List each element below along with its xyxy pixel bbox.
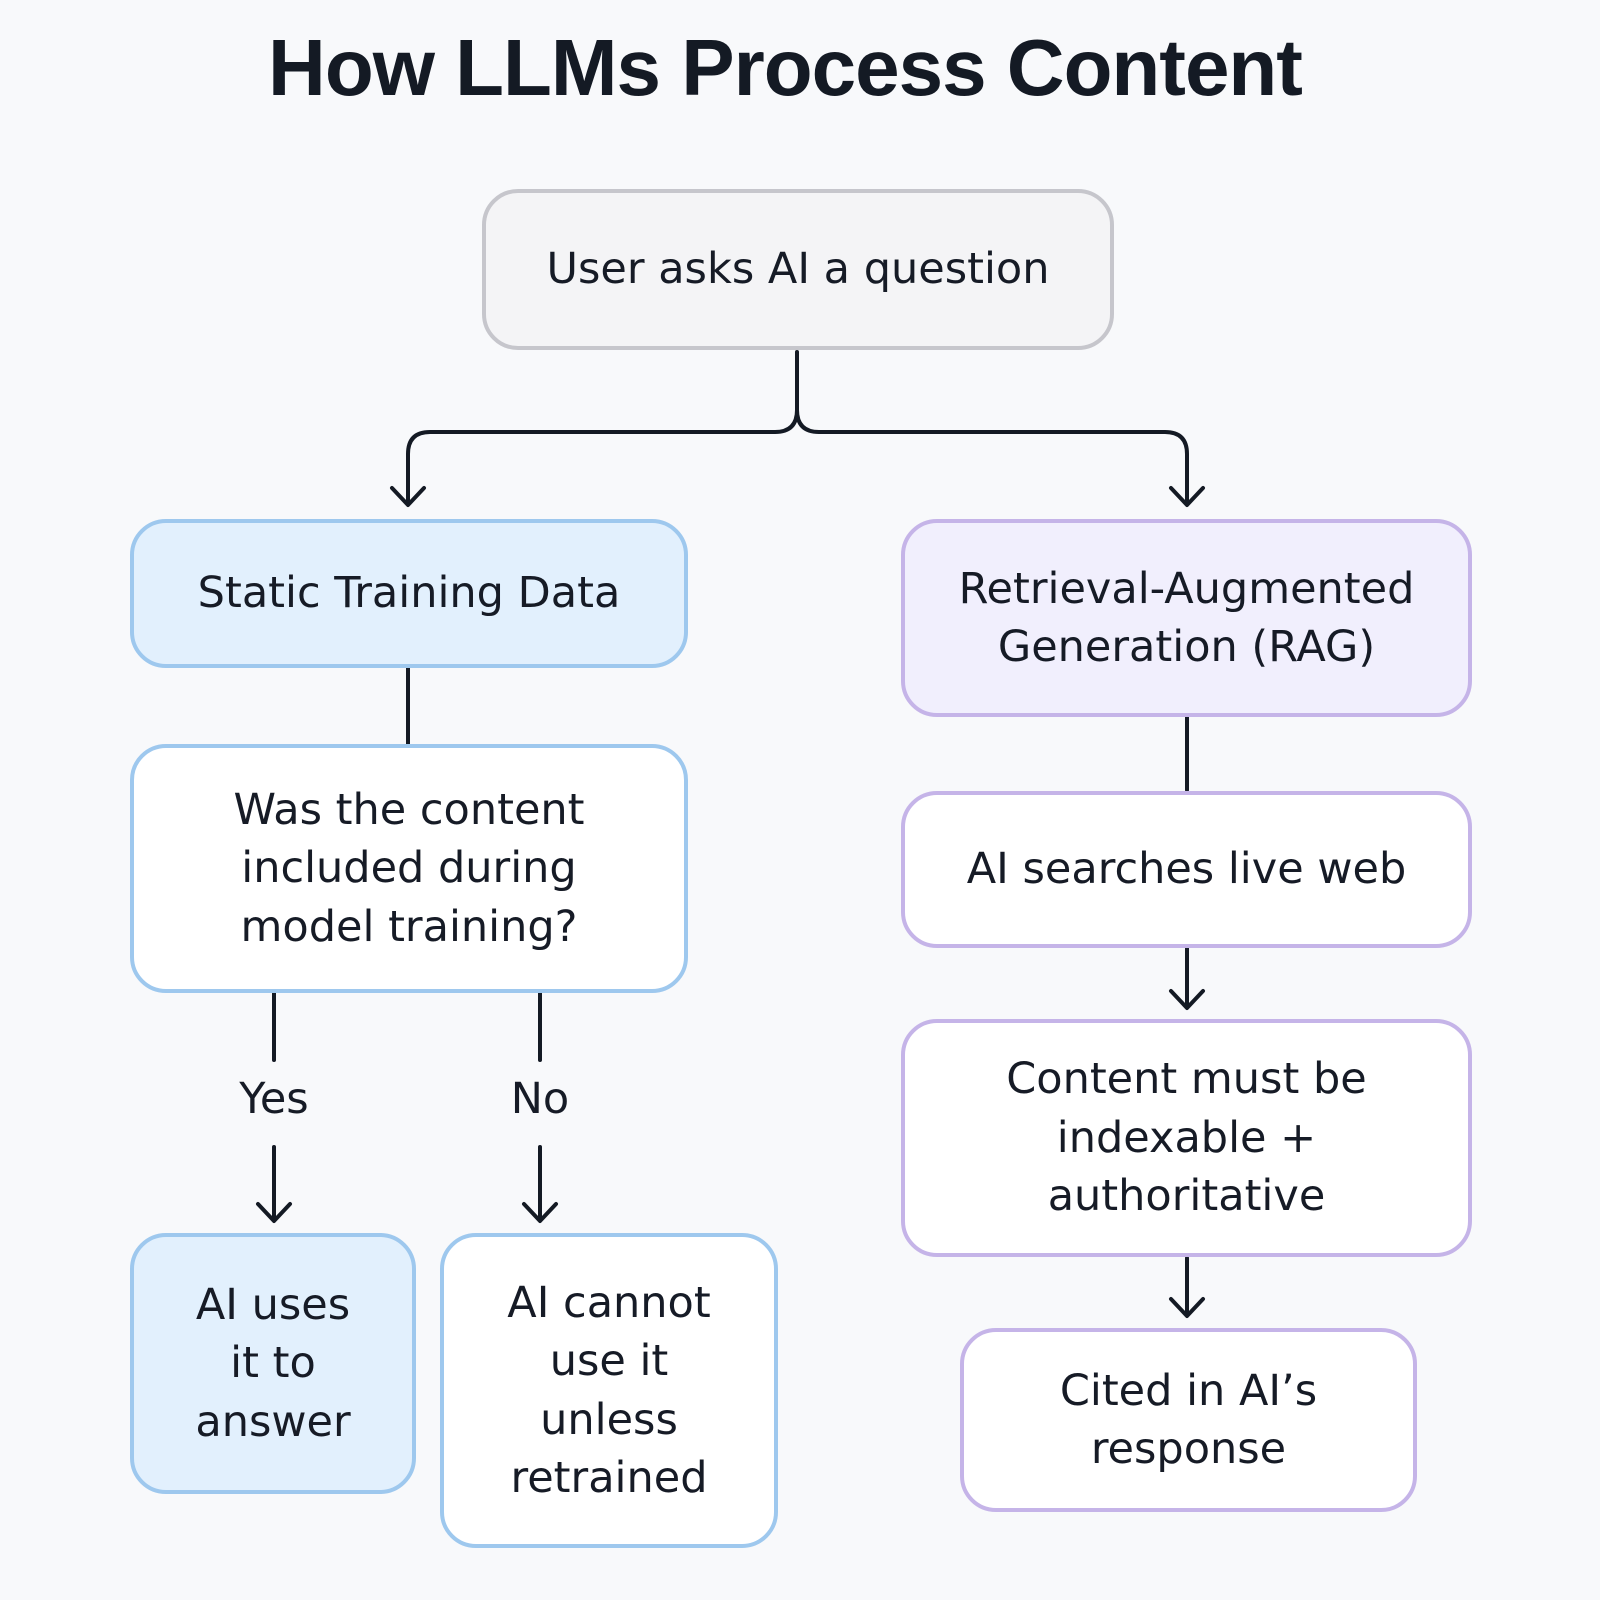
node-ai-uses-it: AI uses it to answer — [130, 1233, 416, 1494]
node-static-training-data-label: Static Training Data — [197, 568, 621, 619]
arrowhead-to-static — [390, 486, 426, 507]
node-ai-cannot-use-label: AI cannot use it unless retrained — [507, 1277, 711, 1503]
arrowhead-to-rag — [1169, 486, 1205, 507]
branch-label-no: No — [510, 1074, 570, 1124]
connector-question-to-rag — [795, 408, 1189, 502]
node-indexable-authoritative: Content must be indexable + authoritativ… — [901, 1019, 1472, 1257]
connector-question-trunk — [406, 350, 799, 502]
node-indexable-authoritative-label: Content must be indexable + authoritativ… — [1006, 1054, 1367, 1222]
node-ai-cannot-use: AI cannot use it unless retrained — [440, 1233, 778, 1548]
arrowhead-to-cited — [1169, 1297, 1205, 1318]
node-rag-label: Retrieval-Augmented Generation (RAG) — [958, 563, 1415, 672]
node-user-question: User asks AI a question — [482, 189, 1114, 350]
node-content-included-question-label: Was the content included during model tr… — [233, 784, 585, 952]
node-user-question-label: User asks AI a question — [546, 244, 1050, 295]
node-content-included-question: Was the content included during model tr… — [130, 744, 688, 993]
node-searches-live-web: AI searches live web — [901, 791, 1472, 948]
branch-label-yes: Yes — [239, 1074, 309, 1124]
node-rag: Retrieval-Augmented Generation (RAG) — [901, 519, 1472, 717]
node-cited-in-response-label: Cited in AI’s response — [1059, 1365, 1318, 1474]
arrowhead-yes — [256, 1202, 292, 1223]
node-searches-live-web-label: AI searches live web — [966, 844, 1407, 895]
arrowhead-to-indexable — [1169, 989, 1205, 1010]
node-ai-uses-it-label: AI uses it to answer — [195, 1279, 351, 1447]
arrowhead-no — [522, 1202, 558, 1223]
node-cited-in-response: Cited in AI’s response — [960, 1328, 1417, 1512]
diagram-title: How LLMs Process Content — [268, 23, 1303, 112]
node-static-training-data: Static Training Data — [130, 519, 688, 668]
